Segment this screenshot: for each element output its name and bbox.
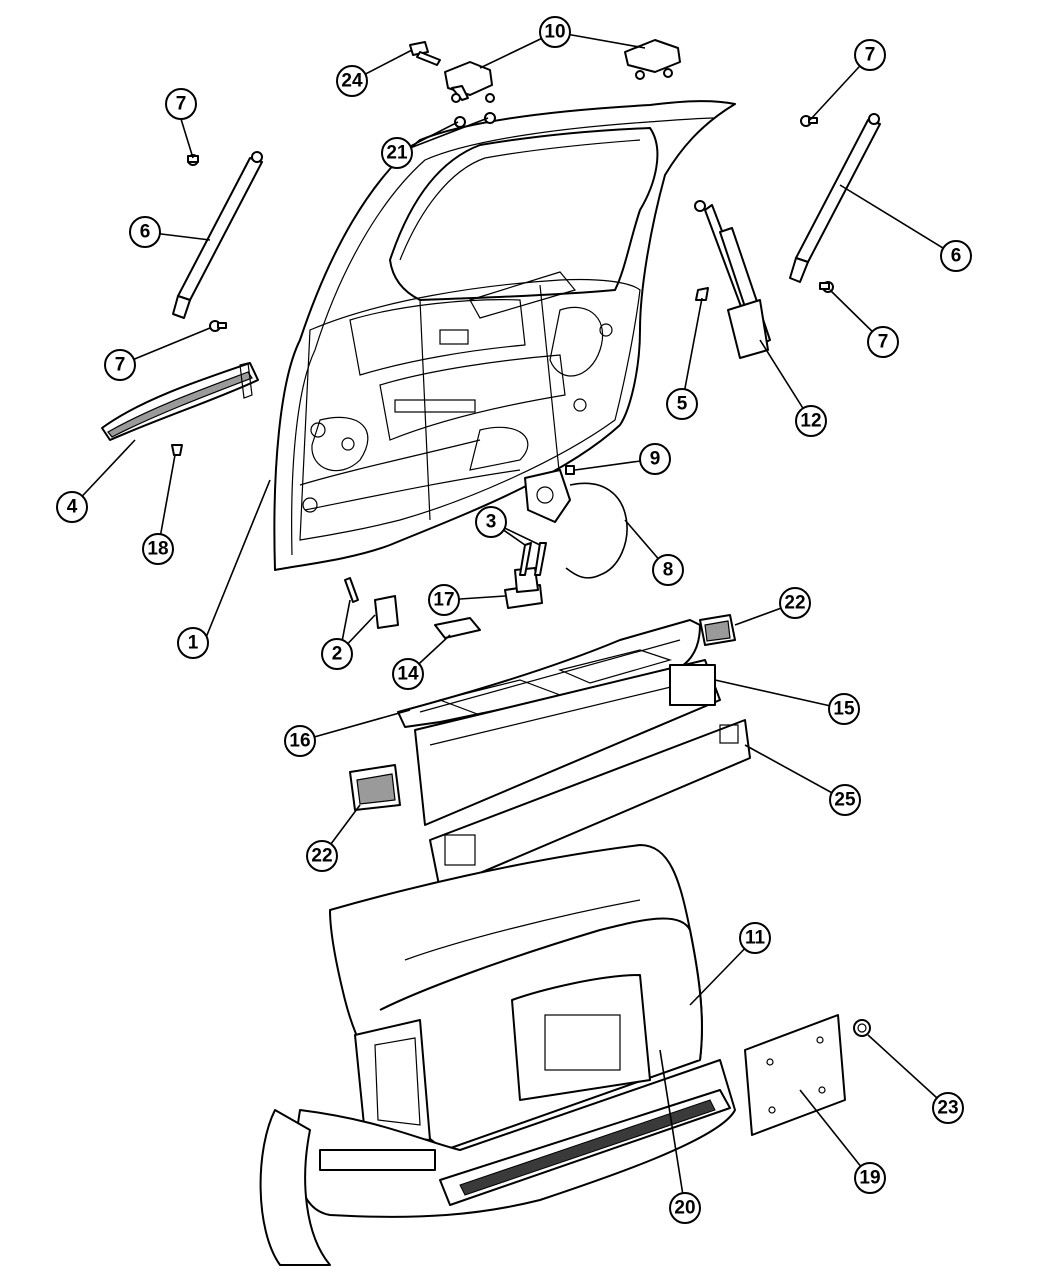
callout-11: 11	[739, 922, 771, 954]
svg-text:22: 22	[784, 593, 805, 614]
svg-text:12: 12	[800, 411, 821, 432]
latch-cable	[565, 482, 628, 579]
callout-12: 12	[795, 405, 827, 437]
svg-text:14: 14	[397, 664, 419, 685]
hinge-bolt	[409, 41, 441, 66]
callout-10: 10	[539, 16, 571, 48]
svg-text:7: 7	[115, 355, 126, 376]
callout-5: 5	[666, 388, 698, 420]
stop-bolt	[344, 577, 359, 603]
liftgate-panel	[273, 100, 736, 571]
svg-text:19: 19	[859, 1168, 880, 1189]
svg-text:23: 23	[937, 1098, 958, 1119]
liftgate-bumper-14	[434, 617, 481, 639]
svg-text:25: 25	[834, 790, 856, 811]
callout-3: 3	[475, 506, 507, 538]
callout-9: 9	[639, 443, 671, 475]
callout-24: 24	[336, 65, 368, 97]
svg-text:22: 22	[311, 846, 332, 867]
gas-strut-left	[172, 151, 263, 319]
liftgate-bumper	[374, 595, 399, 629]
svg-text:6: 6	[140, 222, 151, 243]
svg-text:4: 4	[67, 497, 78, 518]
svg-text:7: 7	[176, 94, 187, 115]
callout-18: 18	[142, 533, 174, 565]
clip	[695, 287, 709, 301]
callout-15: 15	[828, 693, 860, 725]
liftgate-hinge-right	[624, 39, 681, 80]
callout-2: 2	[321, 638, 353, 670]
svg-text:6: 6	[951, 246, 962, 267]
callout-17: 17	[428, 584, 460, 616]
svg-text:7: 7	[865, 45, 876, 66]
retainer-clip-upper	[699, 614, 736, 646]
callout-6-left: 6	[129, 216, 161, 248]
svg-text:7: 7	[878, 332, 889, 353]
hinge-nut	[454, 112, 496, 128]
svg-text:2: 2	[332, 644, 343, 665]
callout-19: 19	[854, 1162, 886, 1194]
callout-7-mid-right: 7	[867, 326, 899, 358]
svg-text:1: 1	[188, 633, 199, 654]
push-pin	[171, 444, 183, 456]
vehicle-rear-body	[259, 844, 736, 1266]
liftgate-applique	[101, 362, 259, 441]
grommet	[853, 1019, 871, 1037]
striker-screw	[519, 542, 547, 576]
gas-strut-right	[789, 113, 881, 283]
svg-text:3: 3	[486, 512, 497, 533]
callout-23: 23	[932, 1092, 964, 1124]
svg-text:8: 8	[663, 560, 674, 581]
callout-4: 4	[56, 491, 88, 523]
lower-reinforcement	[429, 719, 751, 891]
callout-7-mid-left: 7	[104, 349, 136, 381]
liftgate-actuator	[694, 200, 771, 359]
license-plate-bracket	[744, 1014, 846, 1136]
callout-7-top-right: 7	[854, 39, 886, 71]
svg-text:18: 18	[147, 539, 168, 560]
svg-text:5: 5	[677, 394, 688, 415]
callout-8: 8	[652, 554, 684, 586]
retainer-clip-lower	[349, 764, 401, 811]
liftgate-latch	[524, 465, 575, 523]
svg-text:21: 21	[386, 143, 408, 164]
callout-7-top-left: 7	[165, 88, 197, 120]
svg-text:16: 16	[289, 731, 310, 752]
rear-reinforcement	[414, 659, 721, 826]
svg-text:9: 9	[650, 449, 661, 470]
callout-25: 25	[829, 784, 861, 816]
callout-16: 16	[284, 725, 316, 757]
svg-text:10: 10	[544, 22, 565, 43]
callout-22-upper: 22	[779, 587, 811, 619]
callout-6-right: 6	[940, 240, 972, 272]
liftgate-hinge-left	[444, 61, 495, 103]
svg-text:20: 20	[674, 1198, 695, 1219]
svg-text:24: 24	[341, 71, 363, 92]
svg-text:15: 15	[833, 699, 855, 720]
svg-text:17: 17	[433, 590, 454, 611]
callout-22-lower: 22	[306, 840, 338, 872]
callout-20: 20	[669, 1192, 701, 1224]
svg-text:11: 11	[745, 928, 766, 949]
callout-21: 21	[381, 137, 413, 169]
callout-14: 14	[392, 658, 424, 690]
callout-1: 1	[177, 627, 209, 659]
